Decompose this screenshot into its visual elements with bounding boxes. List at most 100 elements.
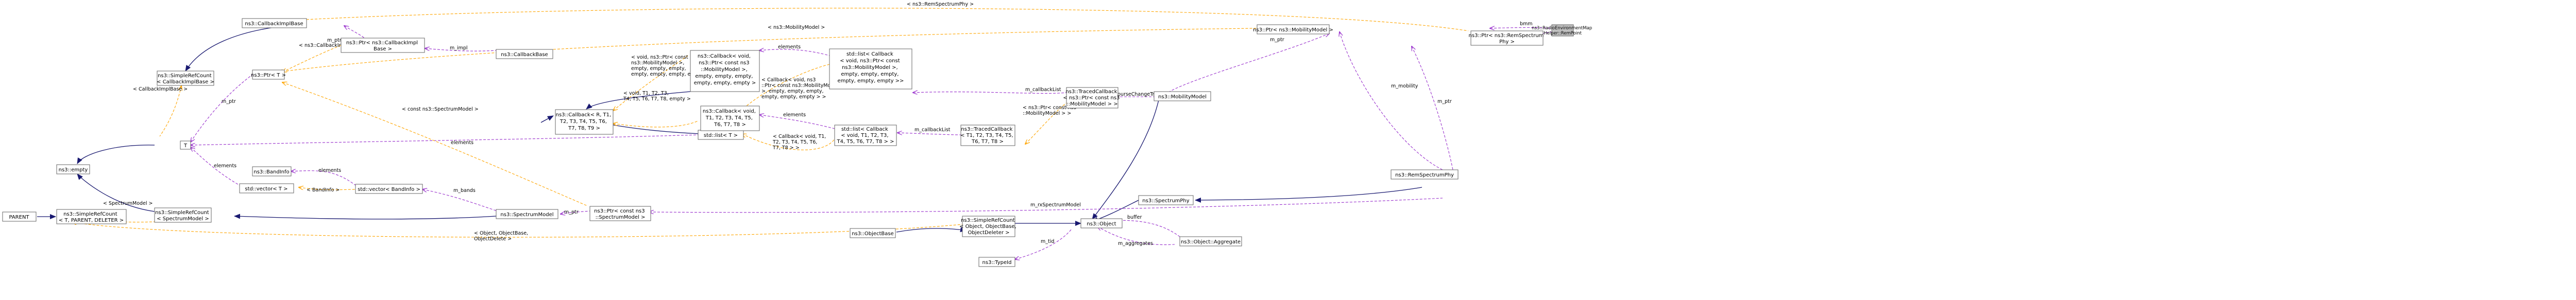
- edge-label-m-mobility: m_mobility: [1391, 83, 1418, 89]
- edge-callbackimplbase-to-simplerefcount: [185, 25, 287, 72]
- svg-text:std::vector< BandInfo >: std::vector< BandInfo >: [358, 187, 420, 192]
- edge-stdvector-bi-m-bands: [422, 189, 498, 211]
- node-stdlist-T[interactable]: std::list< T >: [698, 130, 744, 140]
- node-simplerefcount-object[interactable]: ns3::SimpleRefCount < Object, ObjectBase…: [959, 216, 1018, 237]
- edge-label-rxSpectrumModel: m_rxSpectrumModel: [1030, 202, 1081, 208]
- edge-mobilityptr-to-mobilitymodel: [1169, 33, 1329, 92]
- edge-tpl-bandinfo: [299, 187, 356, 190]
- svg-text:ns3::ObjectBase: ns3::ObjectBase: [852, 231, 894, 237]
- svg-text:ns3::Ptr< ns3::RemSpectrum: ns3::Ptr< ns3::RemSpectrum Phy >: [1469, 33, 1546, 45]
- edge-tpl-sm-const: [282, 82, 588, 206]
- svg-text:ns3::TracedCallback <: ns3::TracedCallback < T1, T2, T3, T4, T5…: [960, 127, 1015, 145]
- svg-text:PARENT: PARENT: [9, 215, 29, 220]
- edge-label-tpl-cbt: < Callback< void, T1, T2, T3, T4, T5, T6…: [772, 134, 827, 151]
- node-objectbase[interactable]: ns3::ObjectBase: [850, 228, 896, 238]
- edge-tpl-remphy: [286, 8, 1469, 31]
- svg-text:ns3::BandInfo: ns3::BandInfo: [253, 169, 289, 175]
- svg-text:ns3::SimpleRefCount <: ns3::SimpleRefCount < CallbackImplBase >: [157, 73, 214, 85]
- node-stdvector-T[interactable]: std::vector< T >: [239, 183, 294, 193]
- node-ptr-mobilitymodel[interactable]: ns3::Ptr< ns3::MobilityModel >: [1253, 24, 1333, 34]
- edge-label-tpl-cbmm: < Callback< void, ns3 ::Ptr< const ns3::…: [761, 77, 840, 100]
- edge-callback-t-elements: [759, 115, 835, 129]
- node-T[interactable]: T: [180, 140, 191, 150]
- node-typeid[interactable]: ns3::TypeId: [978, 257, 1015, 267]
- edge-label-cblist-mm: m_callbackList: [1025, 87, 1061, 93]
- node-stdlist-callback-template[interactable]: std::list< Callback < void, T1, T2, T3, …: [834, 125, 897, 146]
- node-object[interactable]: ns3::Object: [1080, 218, 1123, 228]
- node-bandinfo[interactable]: ns3::BandInfo: [252, 166, 292, 177]
- node-spectrumphy[interactable]: ns3::SpectrumPhy: [1138, 195, 1194, 205]
- svg-text:ns3::MobilityModel: ns3::MobilityModel: [1158, 94, 1207, 100]
- edge-label-buffer: buffer: [1127, 215, 1142, 220]
- svg-text:ns3::empty: ns3::empty: [59, 167, 88, 173]
- node-tracedcallback-mobilitymodel[interactable]: ns3::TracedCallback < ns3::Ptr< const ns…: [1063, 87, 1121, 109]
- node-simplerefcount-callbackimplbase[interactable]: ns3::SimpleRefCount < CallbackImplBase >: [157, 70, 214, 86]
- node-simplerefcount-spectrummodel[interactable]: ns3::SimpleRefCount < SpectrumModel >: [154, 207, 212, 223]
- edge-T-stdvector-elements: [191, 147, 240, 186]
- node-parent[interactable]: PARENT: [2, 211, 37, 222]
- edge-root-bmm: [1490, 28, 1552, 29]
- edge-label-tpl-bandinfo: < BandInfo >: [307, 187, 340, 193]
- edge-callback-mm-to-callbackbase: [586, 91, 691, 110]
- edge-T-ptr-m-ptr: [191, 74, 253, 142]
- diagram-edges: [37, 8, 1552, 259]
- diagram-nodes: ns3::RadioEnvironmentMap Helper::RemPoin…: [2, 18, 1594, 267]
- svg-text:ns3::Callback< R, T1,: ns3::Callback< R, T1, T2, T3, T4, T5, T6…: [556, 112, 613, 131]
- edge-label-tpl-cib: < ns3::CallbackImplBase >: [299, 43, 366, 48]
- edge-label-m-ptr-remphy: m_ptr: [1437, 99, 1452, 104]
- svg-text:ns3::RadioEnvironmentMap: ns3::RadioEnvironmentMap Helper::RemPoin…: [1532, 26, 1594, 36]
- edge-label-tpl-sm: < SpectrumModel >: [103, 201, 153, 206]
- edge-callbackbase-m-impl: [425, 48, 497, 51]
- node-empty[interactable]: ns3::empty: [56, 164, 90, 174]
- edge-label-tpl-void-mm: < void, ns3::Ptr< const ns3::MobilityMod…: [631, 55, 709, 77]
- node-callback-template-r[interactable]: ns3::Callback< R, T1, T2, T3, T4, T5, T6…: [555, 109, 614, 135]
- svg-text:ns3::SimpleRefCount <: ns3::SimpleRefCount < T, PARENT, DELETER…: [59, 211, 124, 223]
- svg-text:std::list< Callback <: std::list< Callback < void, T1, T2, T3, …: [837, 127, 894, 145]
- edge-tpl-void-mm: [613, 55, 688, 111]
- edge-simplerefcount-sm-to-empty: [77, 173, 155, 212]
- edge-stdlist-mm-cblist: [913, 92, 1067, 94]
- node-radio-environment-map-helper-rem-point[interactable]: ns3::RadioEnvironmentMap Helper::RemPoin…: [1532, 24, 1594, 37]
- edge-T-stdlist-elements: [191, 134, 699, 145]
- node-mobilitymodel[interactable]: ns3::MobilityModel: [1154, 91, 1211, 101]
- svg-text:std::vector< T >: std::vector< T >: [245, 186, 287, 192]
- node-tracedcallback-template[interactable]: ns3::TracedCallback < T1, T2, T3, T4, T5…: [960, 125, 1015, 146]
- edge-label-tpl-tracedcb: < ns3::Ptr< const ns3 ::MobilityModel > …: [1023, 105, 1078, 116]
- edge-tpl-tracedcb: [1025, 102, 1067, 144]
- edge-remphyptr-to-remspectrumphy: [1412, 46, 1453, 170]
- node-ptr-const-spectrummodel[interactable]: ns3::Ptr< const ns3 ::SpectrumModel >: [589, 206, 651, 221]
- svg-text:ns3::Ptr< ns3::CallbackImpl: ns3::Ptr< ns3::CallbackImpl Base >: [346, 40, 419, 52]
- edge-tpl-mm: [278, 28, 1258, 72]
- svg-text:ns3::TracedCallback <: ns3::TracedCallback < ns3::Ptr< const ns…: [1063, 89, 1121, 107]
- node-stdvector-bandinfo[interactable]: std::vector< BandInfo >: [355, 184, 423, 194]
- edge-remspectrumphy-to-spectrumphy: [1195, 187, 1422, 203]
- svg-text:ns3::CallbackImplBase: ns3::CallbackImplBase: [245, 21, 303, 27]
- node-callback-mobilitymodel[interactable]: ns3::Callback< void, ns3::Ptr< const ns3…: [690, 50, 760, 92]
- svg-text:ns3::Callback< void, T: ns3::Callback< void, T1, T2, T3, T4, T5,…: [703, 109, 757, 128]
- svg-text:ns3::SimpleRefCount <: ns3::SimpleRefCount < SpectrumModel >: [155, 210, 211, 222]
- svg-text:ns3::CallbackBase: ns3::CallbackBase: [501, 52, 548, 58]
- node-stdlist-callback-mobilitymodel[interactable]: std::list< Callback < void, ns3::Ptr< co…: [829, 48, 912, 90]
- edge-label-m-ptr-sm: m_ptr: [564, 209, 579, 215]
- node-spectrummodel[interactable]: ns3::SpectrumModel: [496, 209, 558, 219]
- node-remspectrumphy[interactable]: ns3::RemSpectrumPhy: [1391, 169, 1459, 180]
- edge-labels: bmm phy m_mobility m_ptr m_ptr m_ptr m_p…: [103, 2, 1534, 246]
- svg-text:ns3::TypeId: ns3::TypeId: [982, 260, 1012, 266]
- node-object-aggregate[interactable]: ns3::Object::Aggregate: [1179, 236, 1242, 246]
- edge-label-elements-cbmm: elements: [778, 44, 801, 50]
- edge-label-m-bands: m_bands: [453, 188, 476, 193]
- node-callbackimplbase[interactable]: ns3::CallbackImplBase: [242, 18, 307, 28]
- node-simplerefcount-template[interactable]: ns3::SimpleRefCount < T, PARENT, DELETER…: [56, 209, 127, 224]
- node-ptr-remspectrumphy[interactable]: ns3::Ptr< ns3::RemSpectrum Phy >: [1469, 30, 1546, 46]
- edge-label-tpl-void-t: < void, T1, T2, T3, T4, T5, T6, T7, T8, …: [623, 91, 691, 102]
- svg-text:ns3::RemSpectrumPhy: ns3::RemSpectrumPhy: [1395, 172, 1454, 178]
- node-ptr-T[interactable]: ns3::Ptr< T >: [251, 69, 286, 80]
- edge-label-bmm: bmm: [1520, 21, 1533, 27]
- node-callback-template-void[interactable]: ns3::Callback< void, T1, T2, T3, T4, T5,…: [700, 105, 760, 131]
- edge-label-m-ptr-cib: m_ptr: [327, 38, 342, 43]
- edge-label-cblist-t: m_callbackList: [914, 127, 951, 133]
- node-ptr-callbackimplbase[interactable]: ns3::Ptr< ns3::CallbackImpl Base >: [341, 38, 425, 53]
- node-callbackbase[interactable]: ns3::CallbackBase: [496, 49, 553, 59]
- edge-label-m-aggregates: m_aggregates: [1118, 241, 1153, 246]
